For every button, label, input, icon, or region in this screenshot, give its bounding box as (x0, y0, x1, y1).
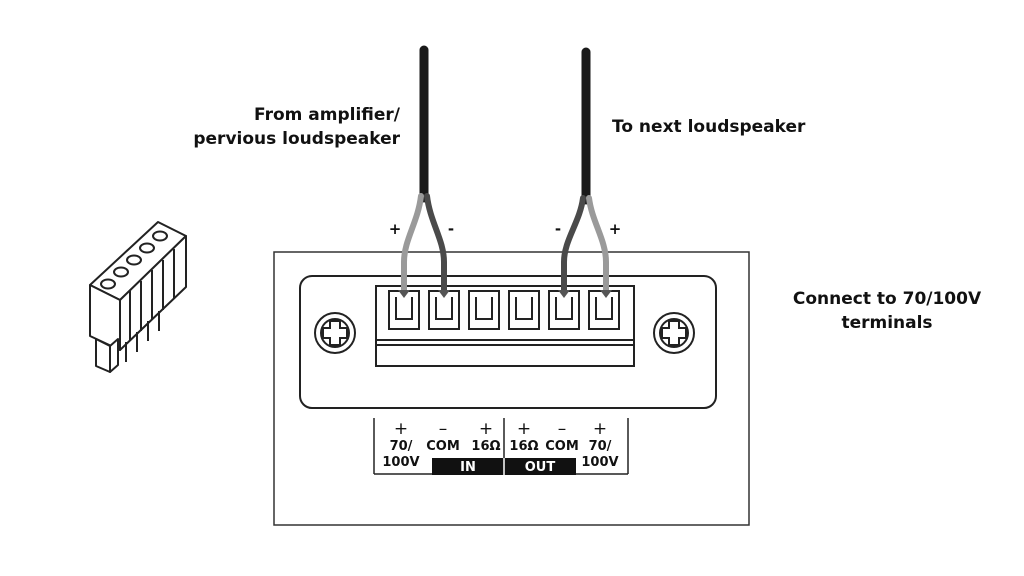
legend-t6-line2: 100V (581, 455, 618, 470)
legend-polarity-5: – (558, 419, 567, 439)
terminal-4 (508, 290, 540, 330)
wire-sign-in-minus: - (448, 220, 454, 238)
legend-polarity-1: + (394, 419, 408, 439)
mounting-screw-right-icon (653, 312, 695, 354)
legend-t1-line2: 100V (382, 455, 419, 470)
legend-t3: 16Ω (471, 439, 500, 454)
legend-group-in: IN (460, 460, 476, 475)
mounting-screw-left-icon (314, 312, 356, 354)
label-connect-terminals-line1: Connect to 70/100V (793, 289, 982, 309)
insertion-arrows (398, 290, 612, 298)
label-to-next-loudspeaker: To next loudspeaker (612, 117, 806, 137)
terminal-1 (388, 290, 420, 330)
label-from-amplifier-line2: pervious loudspeaker (193, 129, 400, 149)
legend-polarity-3: + (479, 419, 493, 439)
terminal-3 (468, 290, 500, 330)
output-cable (561, 47, 609, 295)
legend-t6-line1: 70/ (589, 439, 612, 454)
legend-t4: 16Ω (509, 439, 538, 454)
wire-sign-out-minus: - (555, 220, 561, 238)
wire-sign-out-plus: + (609, 220, 622, 238)
legend-polarity-4: + (517, 419, 531, 439)
legend-polarity-6: + (593, 419, 607, 439)
legend-group-out: OUT (525, 460, 556, 475)
terminal-6 (588, 290, 620, 330)
label-connect-terminals-line2: terminals (841, 313, 932, 333)
label-from-amplifier-line1: From amplifier/ (254, 105, 401, 125)
legend-t2: COM (426, 439, 460, 454)
terminal-5 (548, 290, 580, 330)
input-cable (401, 45, 447, 295)
legend-polarity-2: – (439, 419, 448, 439)
terminal-openings (388, 290, 620, 330)
terminal-legend: + – + + – + 70/ 100V COM 16Ω 16Ω COM 70/… (373, 418, 629, 475)
terminal-block-connector-icon (89, 221, 187, 373)
legend-t5: COM (545, 439, 579, 454)
legend-t1-line1: 70/ (390, 439, 413, 454)
wire-sign-in-plus: + (389, 220, 402, 238)
